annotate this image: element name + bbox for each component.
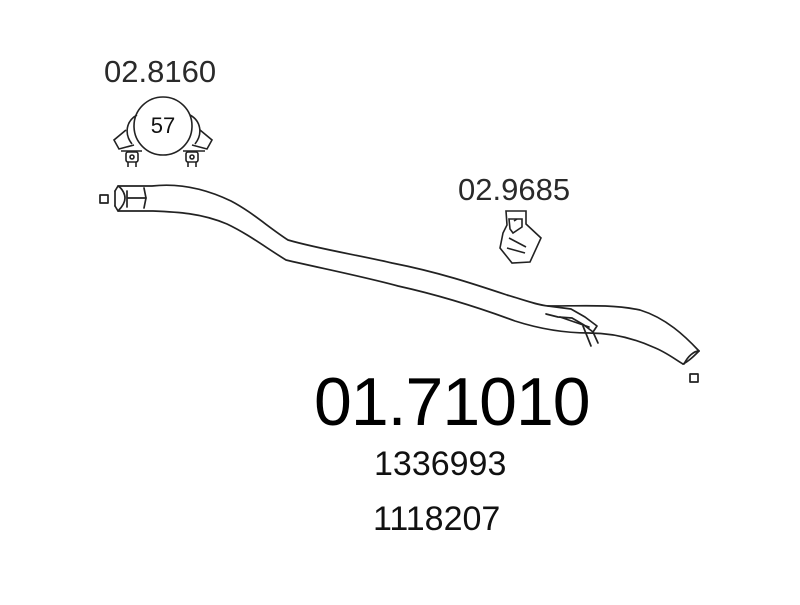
clamp-size-label: 57	[150, 113, 176, 138]
part-number: 01.71010	[314, 364, 591, 440]
hanger-code: 02.9685	[458, 172, 571, 207]
oem-number-2: 1118207	[373, 500, 501, 538]
oem-number-1: 1336993	[374, 445, 507, 483]
rubber-hanger-icon	[499, 210, 542, 264]
exhaust-clamp-icon	[112, 96, 214, 167]
exhaust-pipe-icon	[99, 184, 700, 383]
clamp-code: 02.8160	[104, 54, 217, 89]
